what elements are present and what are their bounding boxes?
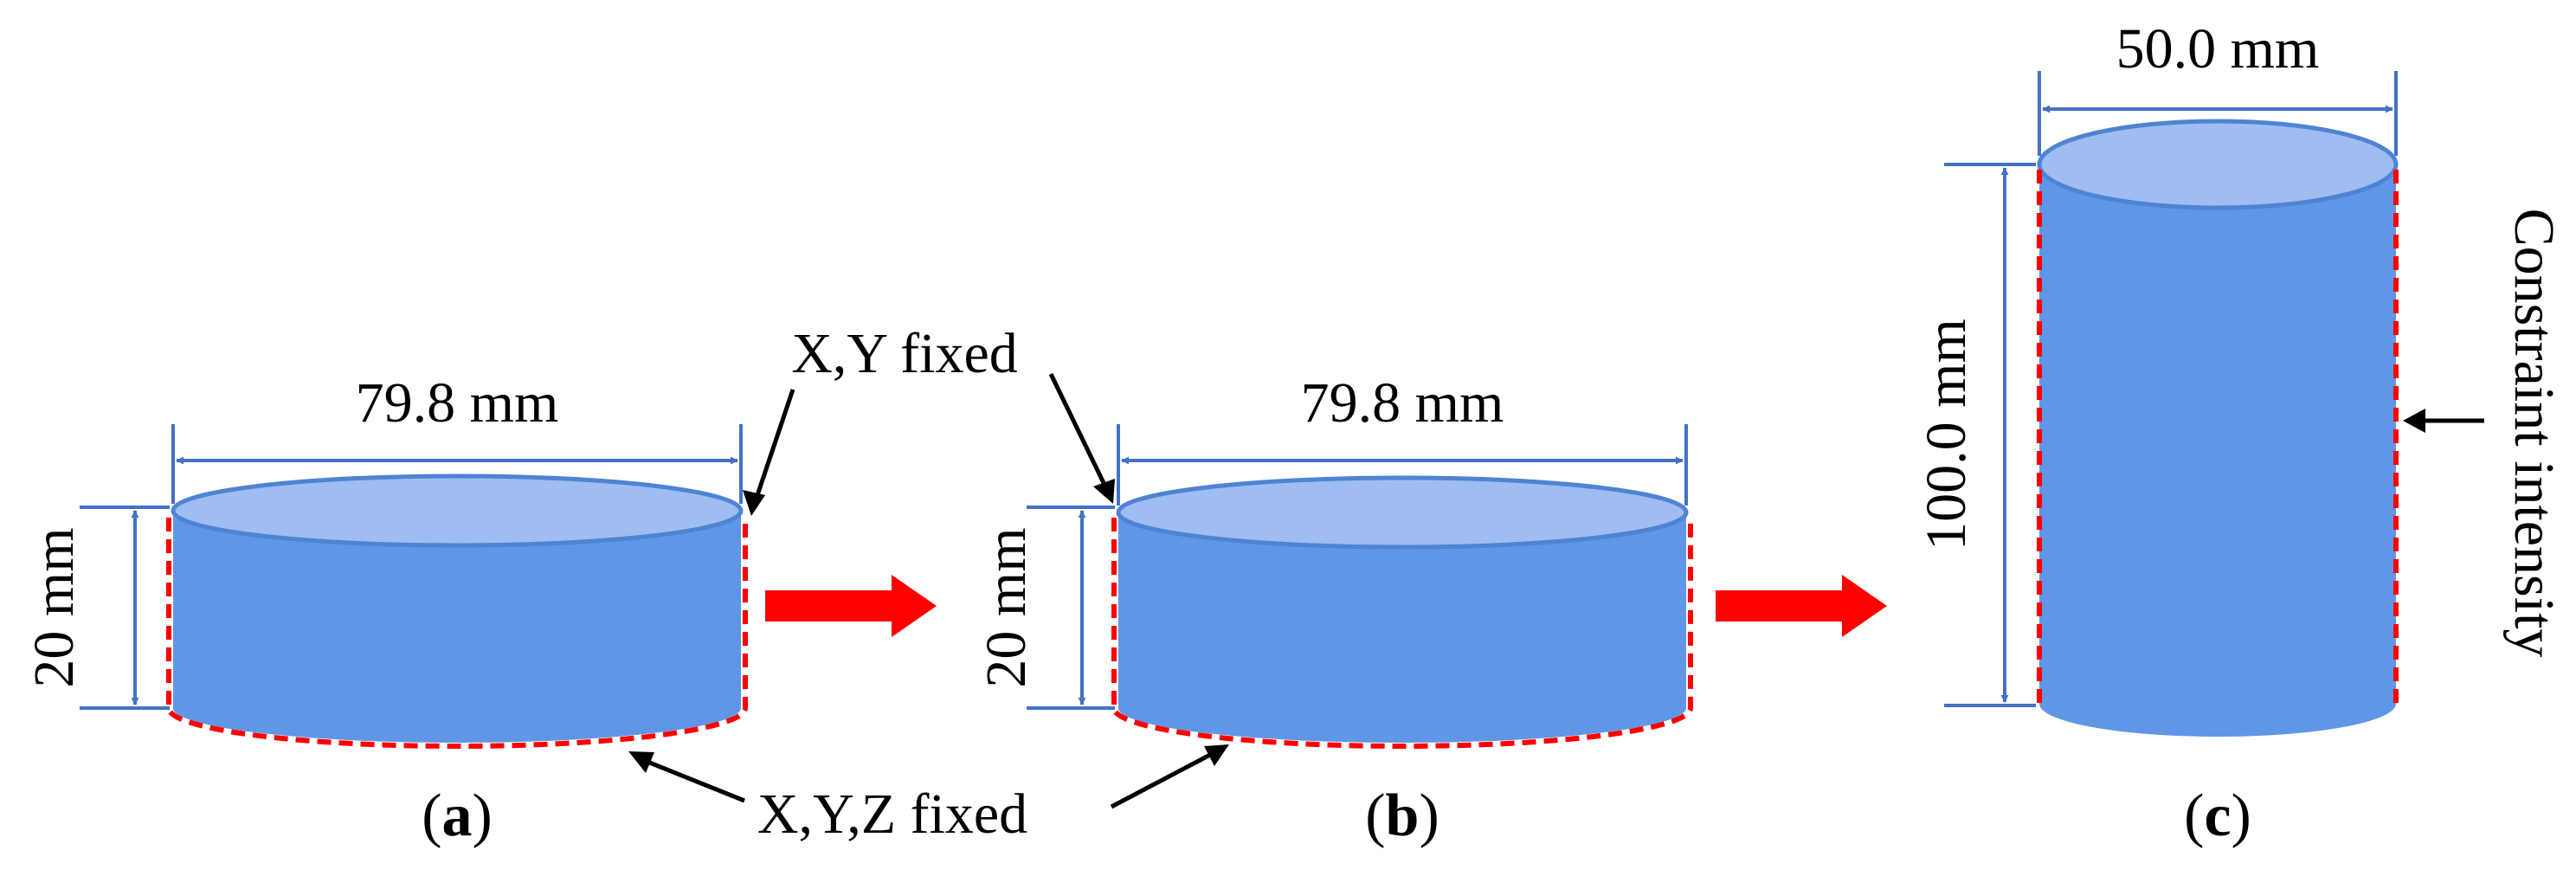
cylinder-b-top — [1116, 475, 1689, 550]
xyz-fixed-pointer-b — [1110, 752, 1212, 809]
xy-fixed-pointer-a — [754, 389, 795, 499]
height-label-b: 20 mm — [975, 527, 1038, 687]
constraint-line-bottom-a — [166, 518, 748, 749]
constraint-intensity-label: Constraint intensity — [2502, 209, 2566, 658]
width-dimension-c: 50.0 mm — [2038, 17, 2398, 156]
width-dimension-a: 79.8 mm — [171, 371, 743, 504]
progress-arrow-a-to-b — [765, 575, 937, 637]
cylinder-c-top — [2037, 119, 2399, 210]
cylinder-a-body — [173, 511, 741, 743]
annotation-xyz-fixed: X,Y,Z fixed — [628, 744, 1229, 846]
annotation-constraint-intensity: Constraint intensity — [2403, 209, 2566, 658]
width-label-b: 79.8 mm — [1301, 371, 1504, 435]
height-label-c: 100.0 mm — [1915, 319, 1978, 551]
cylinder-a-top — [171, 473, 744, 548]
xy-fixed-label: X,Y fixed — [791, 322, 1018, 385]
height-label-a: 20 mm — [23, 527, 86, 687]
cylinder-b — [1111, 475, 1693, 749]
width-label-c: 50.0 mm — [2116, 17, 2320, 81]
panel-b: 79.8 mm 20 mm (b) — [975, 371, 1693, 849]
cylinder-c-body — [2039, 164, 2396, 737]
width-label-a: 79.8 mm — [356, 371, 559, 435]
panel-c: 50.0 mm 100.0 mm (c) — [1915, 17, 2399, 849]
annotation-xy-fixed: X,Y fixed — [743, 322, 1115, 516]
xy-fixed-pointer-b — [1048, 372, 1107, 486]
constraint-line-bottom-b — [1111, 518, 1693, 749]
panel-a: 79.8 mm 20 mm (a) — [23, 371, 748, 849]
progress-arrow-b-to-c — [1716, 575, 1887, 637]
caption-a: (a) — [422, 783, 493, 849]
xyz-fixed-pointer-a — [647, 759, 745, 803]
cylinder-c — [2037, 119, 2399, 737]
height-dimension-a: 20 mm — [23, 506, 170, 710]
width-dimension-b: 79.8 mm — [1117, 371, 1688, 506]
caption-b: (b) — [1365, 783, 1439, 849]
height-dimension-c: 100.0 mm — [1915, 163, 2036, 707]
cylinder-a — [166, 473, 748, 749]
caption-c: (c) — [2184, 783, 2251, 849]
xyz-fixed-label: X,Y,Z fixed — [757, 783, 1027, 846]
cylinder-b-body — [1118, 512, 1686, 743]
height-dimension-b: 20 mm — [975, 506, 1115, 710]
